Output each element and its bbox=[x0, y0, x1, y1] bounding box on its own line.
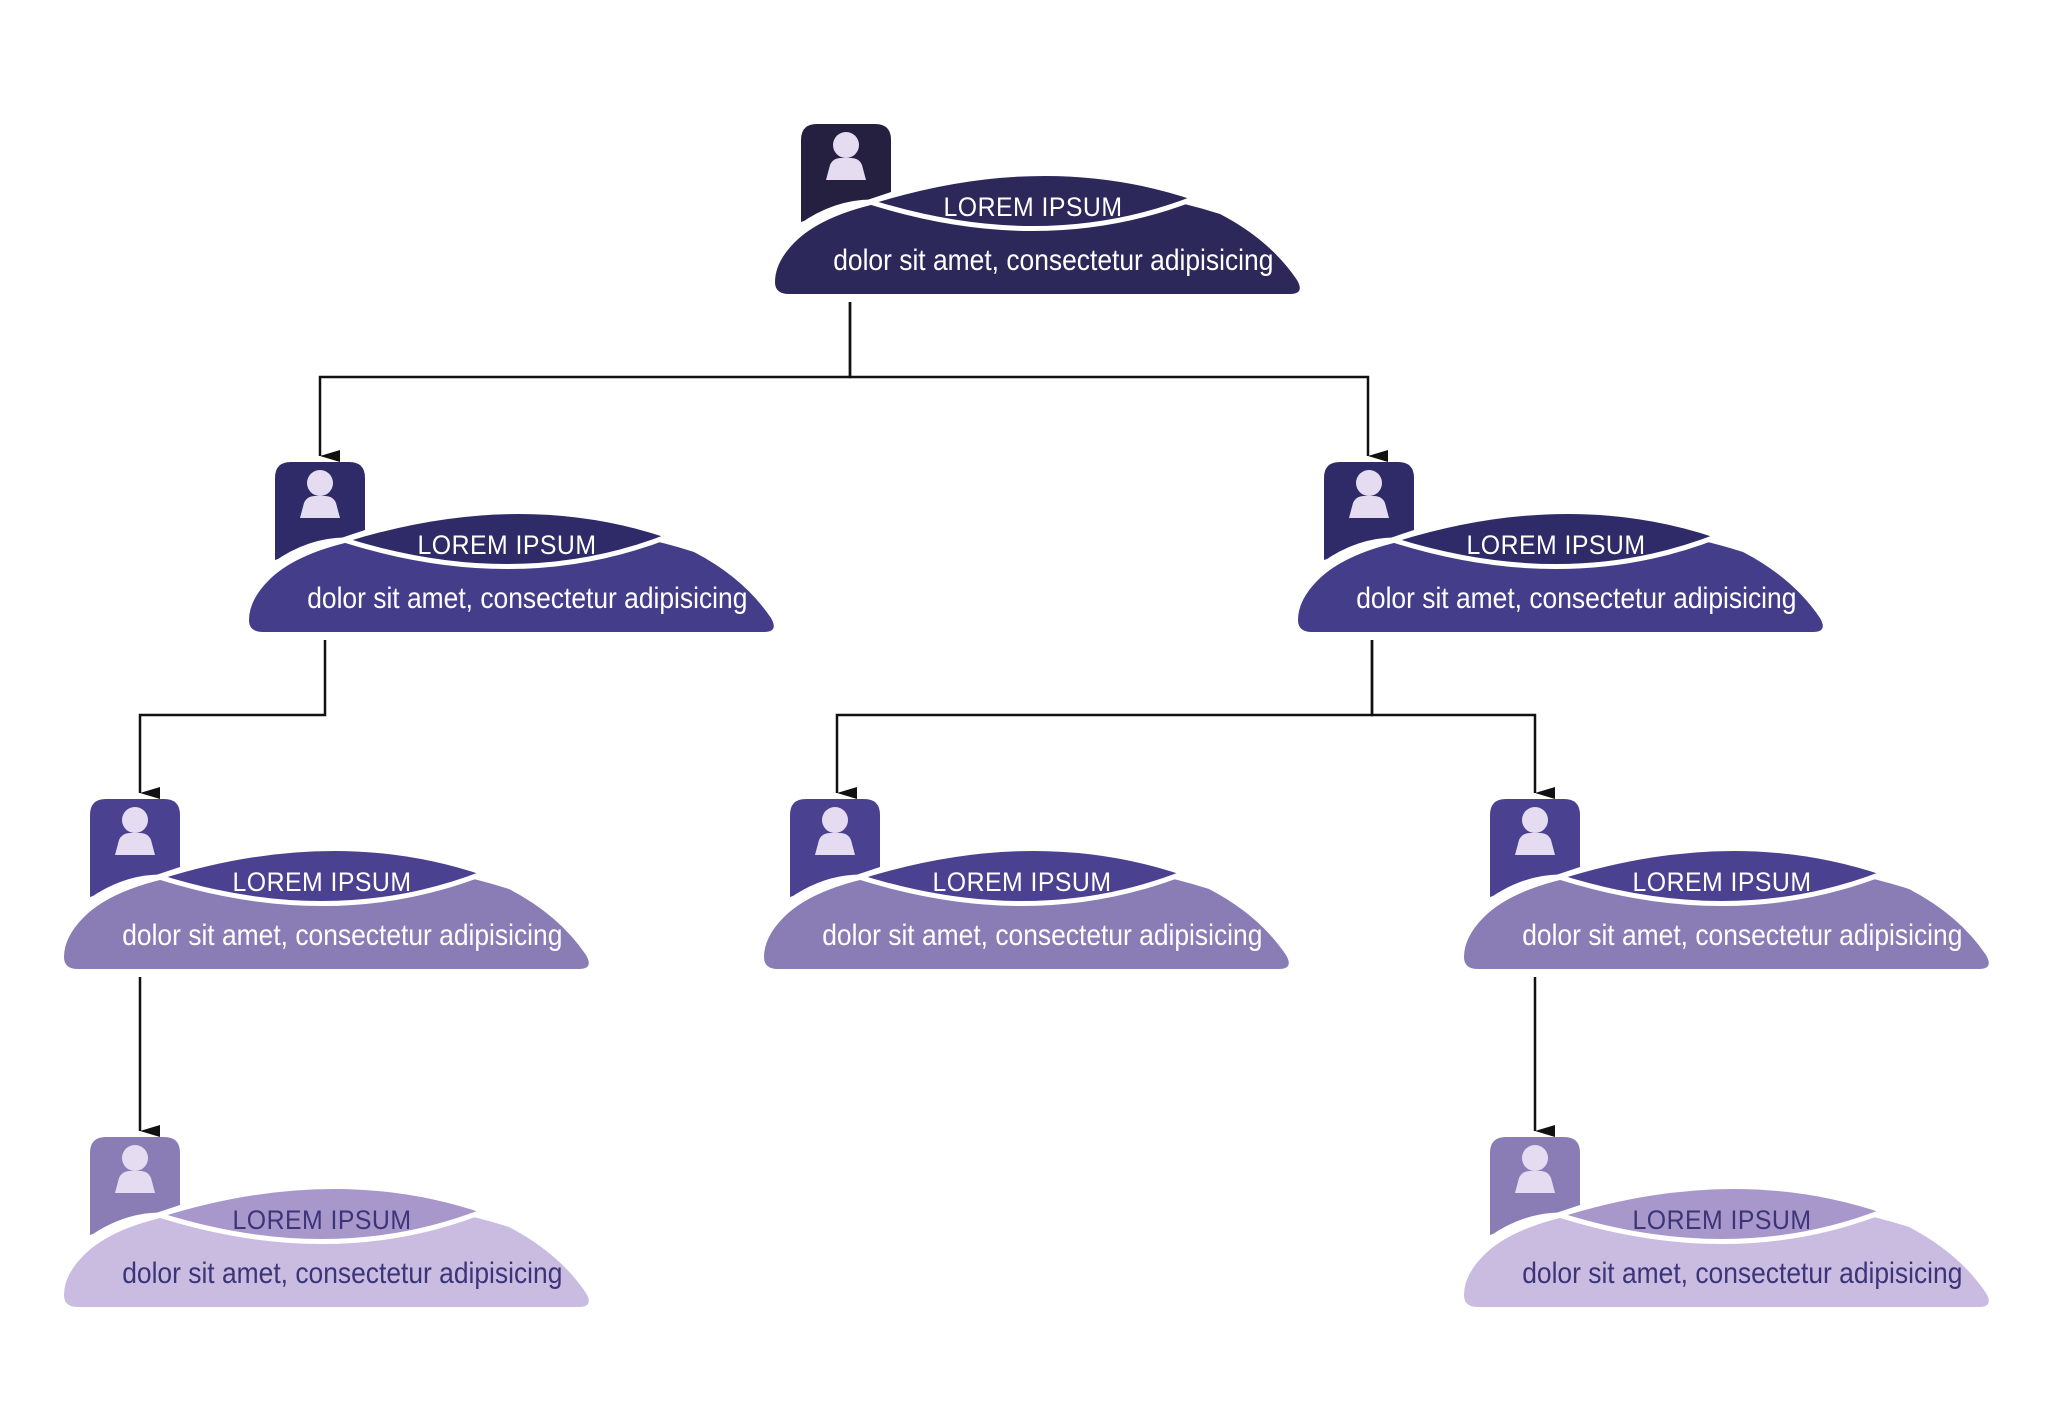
node-shape bbox=[64, 799, 589, 969]
person-icon bbox=[815, 807, 855, 855]
person-icon bbox=[1515, 807, 1555, 855]
node-title: LOREM IPSUM bbox=[417, 530, 597, 560]
node-description: dolor sit amet, consectetur adipisicing bbox=[1522, 1257, 1963, 1290]
node-description: dolor sit amet, consectetur adipisicing bbox=[833, 244, 1274, 277]
node-title-pill bbox=[850, 845, 1192, 907]
node-divider bbox=[88, 874, 162, 904]
node-description: dolor sit amet, consectetur adipisicing bbox=[1522, 919, 1963, 952]
node-title: LOREM IPSUM bbox=[932, 867, 1112, 897]
org-node-l3-right: LOREM IPSUM dolor sit amet, consectetur a… bbox=[1464, 1135, 1994, 1307]
node-divider bbox=[88, 1212, 162, 1242]
node-title-pill bbox=[150, 845, 492, 907]
node-title: LOREM IPSUM bbox=[943, 192, 1123, 222]
person-icon bbox=[300, 470, 340, 518]
person-icon bbox=[1515, 1145, 1555, 1193]
node-title-pill bbox=[861, 170, 1203, 232]
node-title: LOREM IPSUM bbox=[1466, 530, 1646, 560]
connector-arrow bbox=[1370, 640, 1555, 799]
node-divider bbox=[788, 874, 862, 904]
org-node-l3-left: LOREM IPSUM dolor sit amet, consectetur a… bbox=[64, 1135, 594, 1307]
person-icon bbox=[826, 132, 866, 180]
node-title-pill bbox=[335, 508, 677, 570]
node-divider bbox=[1488, 1212, 1562, 1242]
connector-arrow bbox=[138, 640, 327, 799]
node-title: LOREM IPSUM bbox=[1632, 867, 1812, 897]
node-divider bbox=[273, 537, 347, 567]
org-node-l2-left: LOREM IPSUM dolor sit amet, consectetur a… bbox=[64, 797, 594, 969]
node-description: dolor sit amet, consectetur adipisicing bbox=[822, 919, 1263, 952]
node-title: LOREM IPSUM bbox=[232, 1205, 412, 1235]
node-title-pill bbox=[1384, 508, 1726, 570]
node-shape bbox=[64, 1137, 589, 1307]
connector-arrow bbox=[318, 302, 852, 462]
node-shape bbox=[764, 799, 1289, 969]
node-title: LOREM IPSUM bbox=[1632, 1205, 1812, 1235]
node-shape bbox=[249, 462, 774, 632]
node-shape bbox=[1464, 799, 1989, 969]
node-title-pill bbox=[1550, 845, 1892, 907]
node-shape bbox=[1298, 462, 1823, 632]
node-divider bbox=[799, 199, 873, 229]
org-node-l2-right: LOREM IPSUM dolor sit amet, consectetur a… bbox=[1464, 797, 1994, 969]
person-icon bbox=[1349, 470, 1389, 518]
node-title: LOREM IPSUM bbox=[232, 867, 412, 897]
node-shape bbox=[1464, 1137, 1989, 1307]
node-description: dolor sit amet, consectetur adipisicing bbox=[122, 1257, 563, 1290]
connector-arrow bbox=[848, 302, 1388, 462]
node-description: dolor sit amet, consectetur adipisicing bbox=[1356, 582, 1797, 615]
person-icon bbox=[115, 1145, 155, 1193]
node-shape bbox=[775, 124, 1300, 294]
node-title-pill bbox=[1550, 1183, 1892, 1245]
org-node-l1-left: LOREM IPSUM dolor sit amet, consectetur a… bbox=[249, 460, 779, 632]
node-title-pill bbox=[150, 1183, 492, 1245]
connector-arrow bbox=[835, 640, 1374, 799]
person-icon bbox=[115, 807, 155, 855]
node-divider bbox=[1322, 537, 1396, 567]
org-node-l1-right: LOREM IPSUM dolor sit amet, consectetur a… bbox=[1298, 460, 1828, 632]
org-node-root: LOREM IPSUM dolor sit amet, consectetur a… bbox=[775, 122, 1305, 294]
node-divider bbox=[1488, 874, 1562, 904]
node-description: dolor sit amet, consectetur adipisicing bbox=[122, 919, 563, 952]
node-description: dolor sit amet, consectetur adipisicing bbox=[307, 582, 748, 615]
org-node-l2-middle: LOREM IPSUM dolor sit amet, consectetur a… bbox=[764, 797, 1294, 969]
